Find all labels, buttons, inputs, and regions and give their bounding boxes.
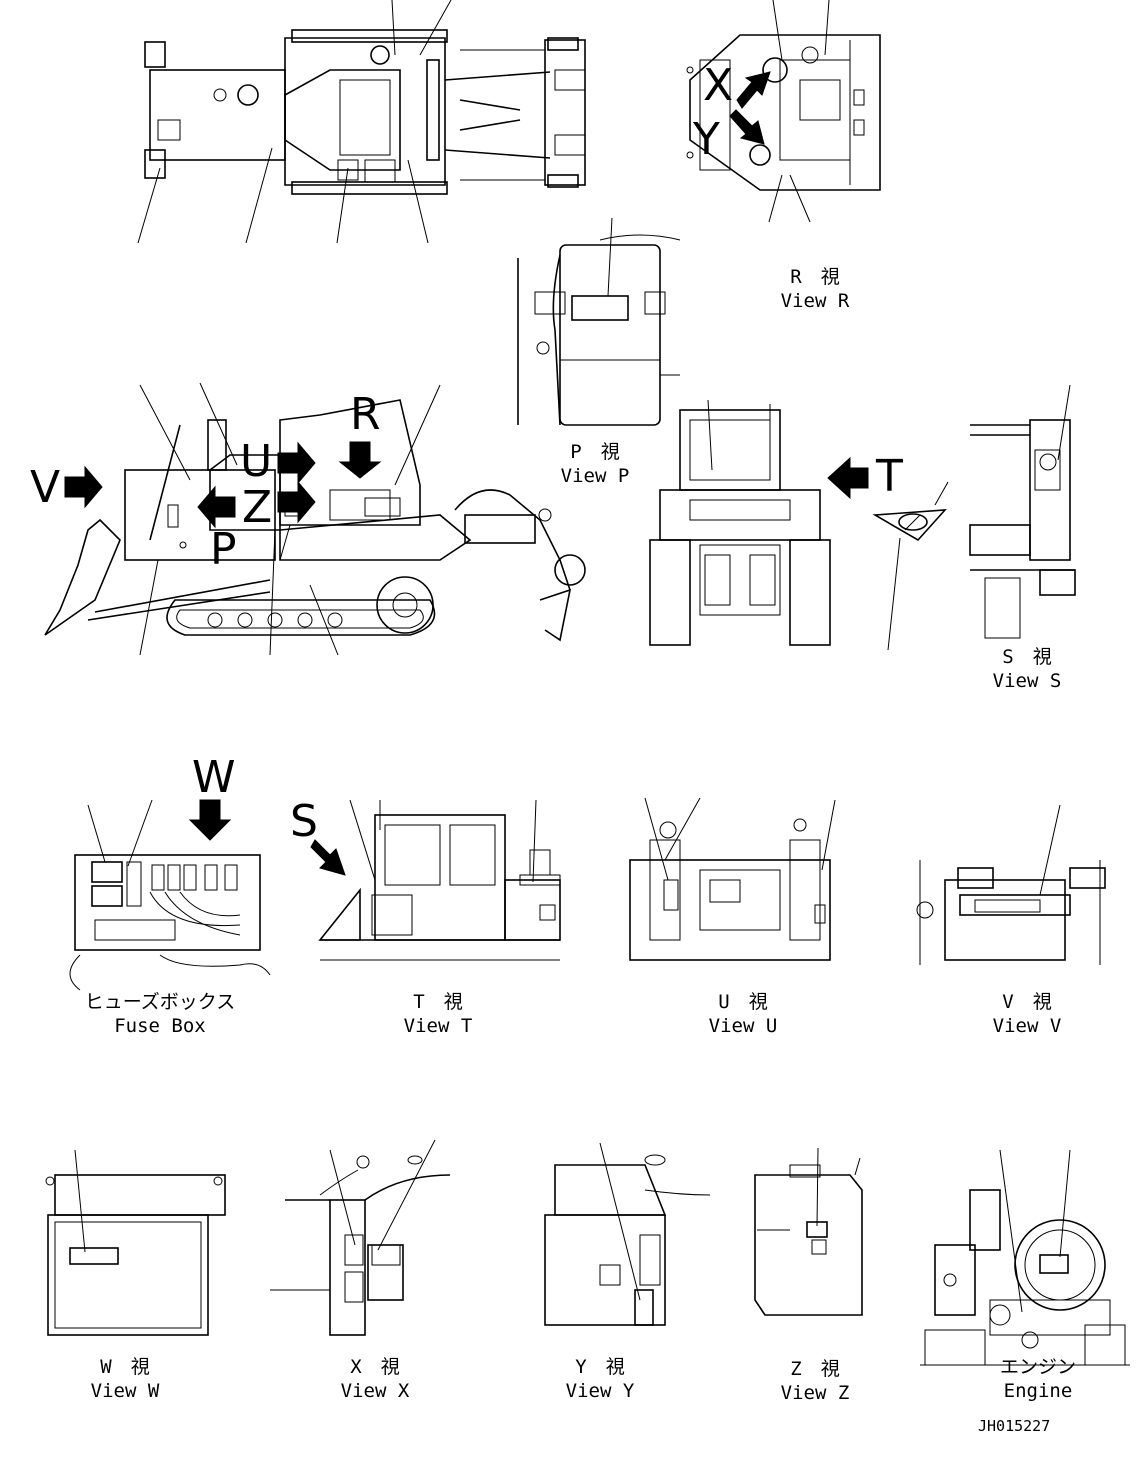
caption-view-u-jp: U 視 xyxy=(718,991,768,1013)
caption-view-t-jp: T 視 xyxy=(413,991,463,1013)
view-r-drawing xyxy=(686,0,881,223)
caption-engine: エンジン Engine xyxy=(983,1355,1093,1403)
view-y-drawing xyxy=(544,1142,711,1326)
caption-view-x-jp: X 視 xyxy=(350,1356,400,1378)
main-side-view-drawing xyxy=(44,382,586,656)
caption-view-p-en: View P xyxy=(560,465,630,487)
arrow-letter-p: P xyxy=(210,524,237,575)
caption-fuse-box: ヒューズボックス Fuse Box xyxy=(75,990,245,1038)
view-w-drawing xyxy=(45,1149,226,1336)
caption-view-u-en: View U xyxy=(708,1015,778,1037)
view-x-drawing xyxy=(270,1139,451,1336)
arrow-letter-x: X xyxy=(703,60,734,111)
caption-fuse-box-en: Fuse Box xyxy=(114,1015,206,1037)
top-view-drawing xyxy=(137,0,586,244)
caption-view-z: Z 視 View Z xyxy=(760,1357,870,1405)
caption-view-r-en: View R xyxy=(780,290,850,312)
caption-view-v: V 視 View V xyxy=(972,990,1082,1038)
caption-engine-jp: エンジン xyxy=(999,1356,1076,1378)
view-z-drawing xyxy=(754,1147,863,1316)
caption-view-y-en: View Y xyxy=(565,1380,635,1402)
caption-view-x-en: View X xyxy=(340,1380,410,1402)
view-u-drawing xyxy=(629,797,836,961)
caption-view-w: W 視 View W xyxy=(70,1355,180,1403)
caption-view-p-jp: P 視 xyxy=(570,441,620,463)
caption-view-v-en: View V xyxy=(992,1015,1062,1037)
rear-view-drawing xyxy=(649,399,869,646)
arrow-letter-r: R xyxy=(350,389,381,440)
view-s-drawing xyxy=(969,384,1076,639)
arrow-letter-s: S xyxy=(290,796,318,847)
caption-view-w-en: View W xyxy=(90,1380,160,1402)
drawing-code: JH015227 xyxy=(978,1417,1051,1435)
fuse-box-drawing xyxy=(69,799,271,991)
caption-view-v-jp: V 視 xyxy=(1002,991,1052,1013)
arrow-letter-z: Z xyxy=(242,482,273,533)
caption-view-z-jp: Z 視 xyxy=(790,1358,840,1380)
arrow-letter-v: V xyxy=(30,462,61,513)
t-symbol xyxy=(872,481,949,651)
caption-view-z-en: View Z xyxy=(780,1382,850,1404)
caption-view-t: T 視 View T xyxy=(383,990,493,1038)
view-v-drawing xyxy=(916,804,1106,965)
caption-view-w-jp: W 視 xyxy=(100,1356,150,1378)
caption-view-p: P 視 View P xyxy=(540,440,650,488)
view-p-drawing xyxy=(517,217,681,426)
engine-drawing xyxy=(920,1149,1130,1366)
caption-view-r-jp: R 視 xyxy=(790,266,840,288)
caption-view-s: S 視 View S xyxy=(972,645,1082,693)
arrow-letter-u: U xyxy=(240,436,273,487)
view-t-drawing xyxy=(310,799,561,961)
caption-view-x: X 視 View X xyxy=(320,1355,430,1403)
caption-fuse-box-jp: ヒューズボックス xyxy=(84,991,236,1013)
caption-engine-en: Engine xyxy=(1003,1380,1073,1402)
arrow-letter-w: W xyxy=(192,752,236,803)
caption-view-r: R 視 View R xyxy=(760,265,870,313)
arrow-letter-t: T xyxy=(876,451,903,502)
caption-view-u: U 視 View U xyxy=(688,990,798,1038)
arrow-letter-y: Y xyxy=(693,114,720,165)
caption-view-y-jp: Y 視 xyxy=(575,1356,625,1378)
caption-view-s-jp: S 視 xyxy=(1002,646,1052,668)
caption-view-s-en: View S xyxy=(992,670,1062,692)
caption-view-y: Y 視 View Y xyxy=(545,1355,655,1403)
caption-view-t-en: View T xyxy=(403,1015,473,1037)
